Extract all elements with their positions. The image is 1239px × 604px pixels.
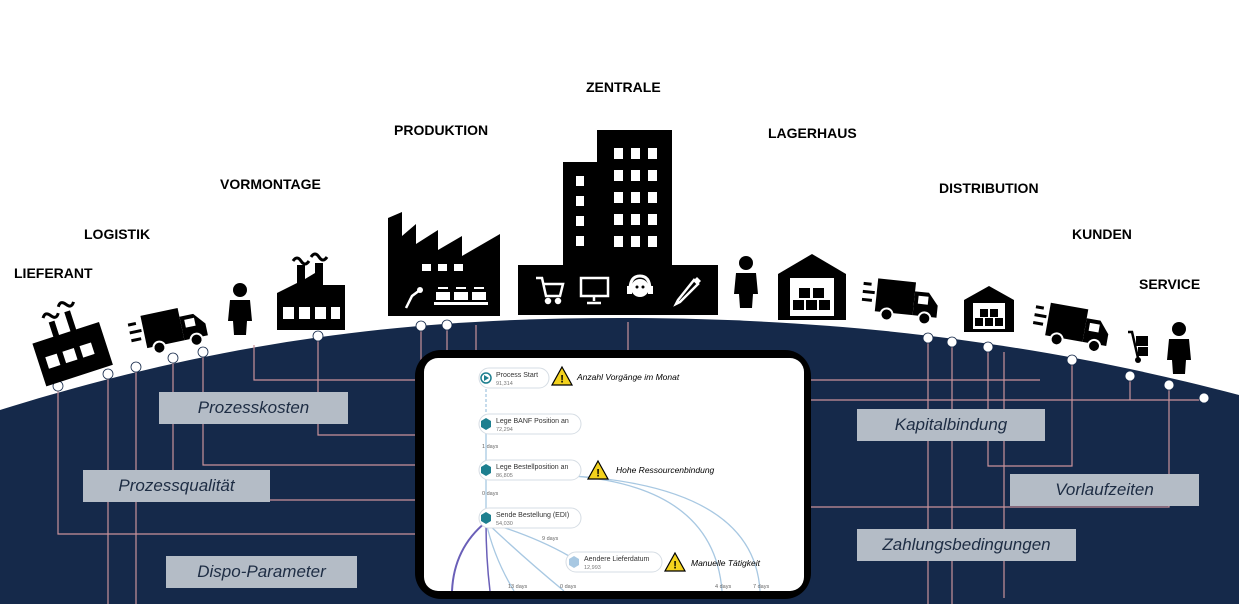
hand-truck-icon — [1128, 330, 1148, 363]
edge-label: 4 days — [715, 584, 731, 590]
warning-text: Anzahl Vorgänge im Monat — [576, 372, 680, 382]
process-node: Lege Bestellposition an 86,805 — [478, 459, 582, 481]
flow-edge-main — [451, 521, 487, 591]
metric-dispo-parameter: Dispo-Parameter — [166, 556, 357, 588]
edge-label: 1 days — [482, 444, 498, 450]
node-label: Aendere Lieferdatum — [584, 556, 650, 563]
connector-dots — [52, 319, 1210, 404]
process-map-screen: Process Start 91,314 Lege BANF Position … — [424, 358, 804, 591]
lieferant-factory-icon — [32, 301, 113, 387]
warning-icon: ! — [550, 365, 574, 386]
distribution-truck-icon — [861, 278, 938, 326]
stage-label-lieferant: LIEFERANT — [14, 265, 93, 281]
node-label: Sende Bestellung (EDI) — [496, 512, 569, 519]
node-label: Process Start — [496, 372, 538, 379]
flow-edge — [485, 521, 515, 591]
metric-vorlaufzeiten: Vorlaufzeiten — [1010, 474, 1199, 506]
cart-icon — [536, 276, 565, 305]
kunden-truck-icon — [1032, 302, 1109, 353]
stage-label-distribution: DISTRIBUTION — [939, 180, 1039, 196]
process-map: Process Start 91,314 Lege BANF Position … — [451, 365, 769, 591]
vormontage-factory-icon — [277, 252, 345, 330]
edge-label: 13 days — [508, 584, 528, 590]
node-label: Lege BANF Position an — [496, 418, 569, 425]
svg-text:!: ! — [596, 468, 600, 480]
process-node: Process Start 91,314 — [478, 367, 550, 389]
zentrale-building-icon — [563, 130, 672, 272]
zentrale-icon-bar — [518, 265, 718, 315]
warning-icon: ! — [663, 551, 687, 572]
metric-kapitalbindung: Kapitalbindung — [857, 409, 1045, 441]
edge-label: 7 days — [753, 584, 769, 590]
svg-text:!: ! — [673, 560, 677, 572]
logistik-truck-icon — [127, 307, 208, 355]
edge-label: 0 days — [560, 584, 576, 590]
node-count: 54,030 — [496, 521, 513, 527]
node-count: 91,314 — [496, 381, 513, 387]
stage-label-service: SERVICE — [1139, 276, 1201, 292]
process-node: Sende Bestellung (EDI) 54,030 — [478, 507, 582, 529]
svg-text:!: ! — [560, 374, 564, 386]
stage-label-lagerhaus: LAGERHAUS — [768, 125, 857, 141]
produktion-factory-icon — [388, 212, 500, 316]
node-count: 86,805 — [496, 473, 513, 479]
distribution-warehouse-icon — [964, 286, 1014, 332]
person-icon — [734, 256, 758, 308]
person-icon — [1167, 322, 1191, 374]
ground-arc-outline — [0, 314, 1239, 409]
pencil-icon — [673, 277, 701, 307]
flow-edge — [573, 475, 761, 591]
edge-label: 0 days — [482, 491, 498, 497]
warning-text: Hohe Ressourcenbindung — [616, 465, 715, 475]
stage-label-vormontage: VORMONTAGE — [220, 176, 321, 192]
warning-text: Manuelle Tätigkeit — [691, 558, 761, 568]
stage-label-produktion: PRODUKTION — [394, 122, 489, 138]
process-node: Lege BANF Position an 72,294 — [478, 413, 582, 435]
monitor-icon — [579, 276, 610, 305]
node-count: 12,993 — [584, 565, 601, 571]
edge-label: 9 days — [542, 536, 558, 542]
node-count: 72,294 — [496, 427, 513, 433]
headset-icon — [627, 274, 653, 297]
stage-label-logistik: LOGISTIK — [84, 226, 151, 242]
flow-edge — [485, 521, 565, 591]
metric-zahlungsbedingungen: Zahlungsbedingungen — [857, 529, 1076, 561]
node-label: Lege Bestellposition an — [496, 464, 568, 471]
flow-edge — [573, 475, 723, 591]
process-node: Aendere Lieferdatum 12,993 — [565, 551, 663, 573]
warning-icon: ! — [586, 459, 610, 480]
metric-prozessqualitaet: Prozessqualität — [83, 470, 270, 502]
flow-edge-main — [485, 521, 491, 591]
lagerhaus-warehouse-icon — [778, 254, 846, 320]
stage-label-zentrale: ZENTRALE — [586, 79, 661, 95]
metric-prozesskosten: Prozesskosten — [159, 392, 348, 424]
stage-label-kunden: KUNDEN — [1072, 226, 1132, 242]
person-icon — [228, 283, 252, 335]
